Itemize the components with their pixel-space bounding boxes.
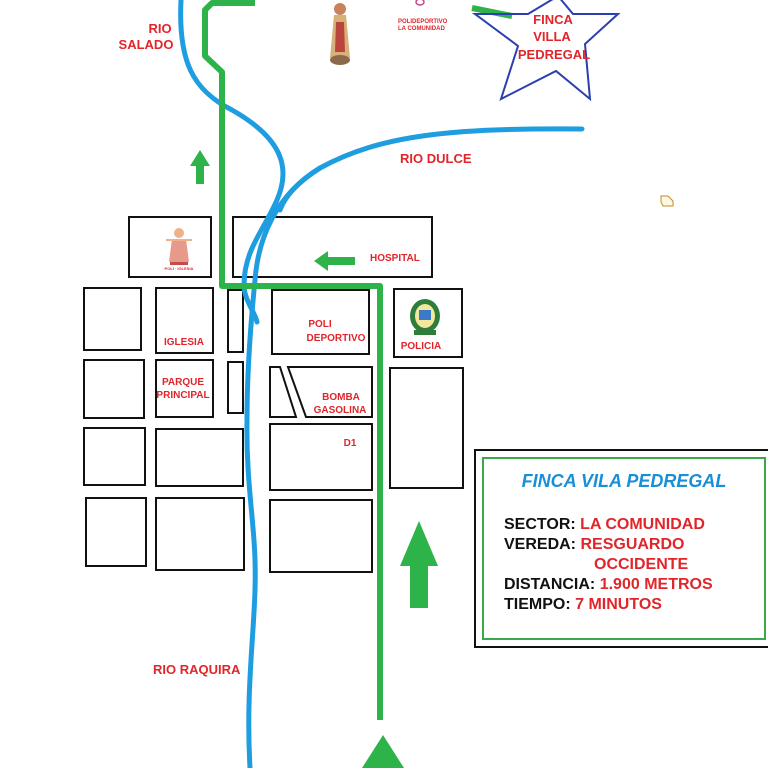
block-triangle xyxy=(269,366,298,418)
label-policia: POLICIA xyxy=(401,341,442,352)
tiempo-label: TIEMPO: xyxy=(504,596,571,613)
label-finca: VILLA xyxy=(533,29,571,44)
info-tiempo: TIEMPO: 7 MINUTOS xyxy=(504,595,662,615)
info-vereda: VEREDA: RESGUARDO xyxy=(504,535,684,555)
green-arrow-icon xyxy=(400,521,438,608)
info-title: FINCA VILA PEDREGAL xyxy=(521,471,727,491)
block xyxy=(155,497,245,571)
info-panel: FINCA VILA PEDREGAL SECTOR: LA COMUNIDAD… xyxy=(474,449,768,648)
block xyxy=(227,289,244,353)
info-panel-inner: FINCA VILA PEDREGAL SECTOR: LA COMUNIDAD… xyxy=(482,457,766,640)
label-hospital: HOSPITAL xyxy=(370,253,420,264)
label-d1: D1 xyxy=(344,438,357,449)
label-parque: PARQUE xyxy=(162,377,204,388)
sector-label: SECTOR: xyxy=(504,516,576,533)
block-parque xyxy=(155,359,214,418)
label-finca: FINCA xyxy=(533,12,573,27)
info-vereda-cont: OCCIDENTE xyxy=(594,555,688,575)
block-polideportivo xyxy=(271,289,370,355)
poi-marker-icon xyxy=(415,0,425,6)
church-figure-icon: POLI · IGLESIA xyxy=(165,228,194,271)
label-rio-salado: SALADO xyxy=(119,37,174,52)
block-church-chapel xyxy=(128,216,212,278)
green-arrow-icon xyxy=(314,251,355,271)
block xyxy=(227,361,244,414)
label-bomba: GASOLINA xyxy=(314,405,367,416)
vereda-value: RESGUARDO xyxy=(580,536,685,553)
label-rio-salado: RIO xyxy=(148,21,171,36)
block xyxy=(85,497,147,567)
saint-statue-icon xyxy=(330,3,350,65)
block xyxy=(83,427,146,486)
police-badge-icon xyxy=(410,299,440,335)
distancia-label: DISTANCIA: xyxy=(504,576,596,593)
sector-value: LA COMUNIDAD xyxy=(580,516,705,533)
svg-text:POLI · IGLESIA: POLI · IGLESIA xyxy=(165,266,194,271)
rio-raquira-river xyxy=(244,126,585,768)
label-rio-raquira: RIO RAQUIRA xyxy=(153,662,241,677)
info-distancia: DISTANCIA: 1.900 METROS xyxy=(504,575,713,595)
hand-cursor-icon xyxy=(660,195,674,207)
label-rio-dulce: RIO DULCE xyxy=(400,151,472,166)
block-bomba xyxy=(286,366,373,418)
city-blocks xyxy=(83,216,464,573)
block-iglesia xyxy=(155,287,214,354)
label-bomba: BOMBA xyxy=(322,392,360,403)
vereda-value-cont: OCCIDENTE xyxy=(594,556,689,573)
label-polideportivo: POLI xyxy=(308,319,332,330)
block xyxy=(155,428,244,487)
block-d1 xyxy=(269,423,373,491)
block xyxy=(389,367,464,489)
map-labels: RIO SALADO POLIDEPORTIVO LA COMUNIDAD FI… xyxy=(119,12,591,677)
rio-dulce-river xyxy=(277,165,323,213)
label-polideportivo-comunidad: POLIDEPORTIVO xyxy=(398,19,448,25)
label-polideportivo-comunidad: LA COMUNIDAD xyxy=(398,26,445,32)
label-parque: PRINCIPAL xyxy=(156,390,209,401)
block xyxy=(83,359,145,419)
route-arrows xyxy=(190,150,438,768)
label-iglesia: IGLESIA xyxy=(164,337,204,348)
label-polideportivo: DEPORTIVO xyxy=(307,333,366,344)
block xyxy=(83,287,142,351)
green-arrow-icon xyxy=(362,735,404,768)
label-finca: PEDREGAL xyxy=(518,47,590,62)
vereda-label: VEREDA: xyxy=(504,536,577,553)
block xyxy=(269,499,373,573)
distancia-value: 1.900 METROS xyxy=(599,576,713,593)
green-arrow-icon xyxy=(190,150,210,184)
tiempo-value: 7 MINUTOS xyxy=(575,596,662,613)
star-icon xyxy=(471,0,621,102)
route-path xyxy=(202,0,383,720)
info-sector: SECTOR: LA COMUNIDAD xyxy=(504,515,705,535)
